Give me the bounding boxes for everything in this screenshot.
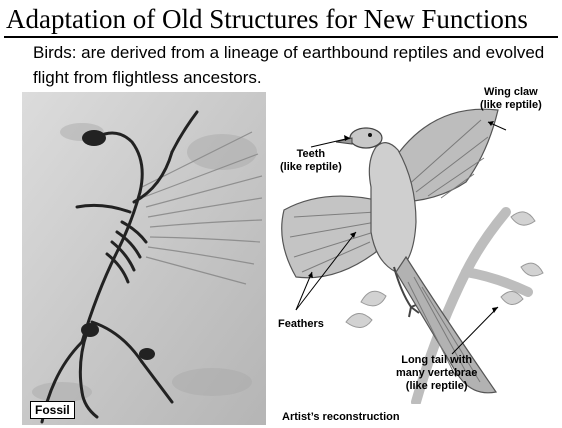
- callout-wing-claw-note: (like reptile): [480, 99, 542, 112]
- callout-teeth-note: (like reptile): [280, 161, 342, 174]
- callout-tail: Long tail with many vertebrae (like rept…: [396, 354, 477, 393]
- callout-tail-line2: many vertebrae: [396, 367, 477, 380]
- fossil-label: Fossil: [30, 401, 75, 419]
- archaeopteryx-illustration: Teeth (like reptile) Wing claw (like rep…: [266, 92, 556, 404]
- callout-teeth-label: Teeth: [280, 148, 342, 161]
- callout-feathers: Feathers: [278, 318, 324, 331]
- callout-tail-line1: Long tail with: [396, 354, 477, 367]
- reconstruction-caption: Artist’s reconstruction: [282, 411, 400, 423]
- title-divider: [4, 36, 558, 38]
- fossil-illustration: [22, 92, 266, 425]
- callout-tail-line3: (like reptile): [396, 380, 477, 393]
- slide-subtitle: Birds: are derived from a lineage of ear…: [33, 40, 553, 90]
- fossil-photo: [22, 92, 266, 425]
- callout-wing-claw-label: Wing claw: [480, 86, 542, 99]
- slide-title: Adaptation of Old Structures for New Fun…: [6, 2, 558, 36]
- callout-wing-claw: Wing claw (like reptile): [480, 86, 542, 112]
- callout-teeth: Teeth (like reptile): [280, 148, 342, 174]
